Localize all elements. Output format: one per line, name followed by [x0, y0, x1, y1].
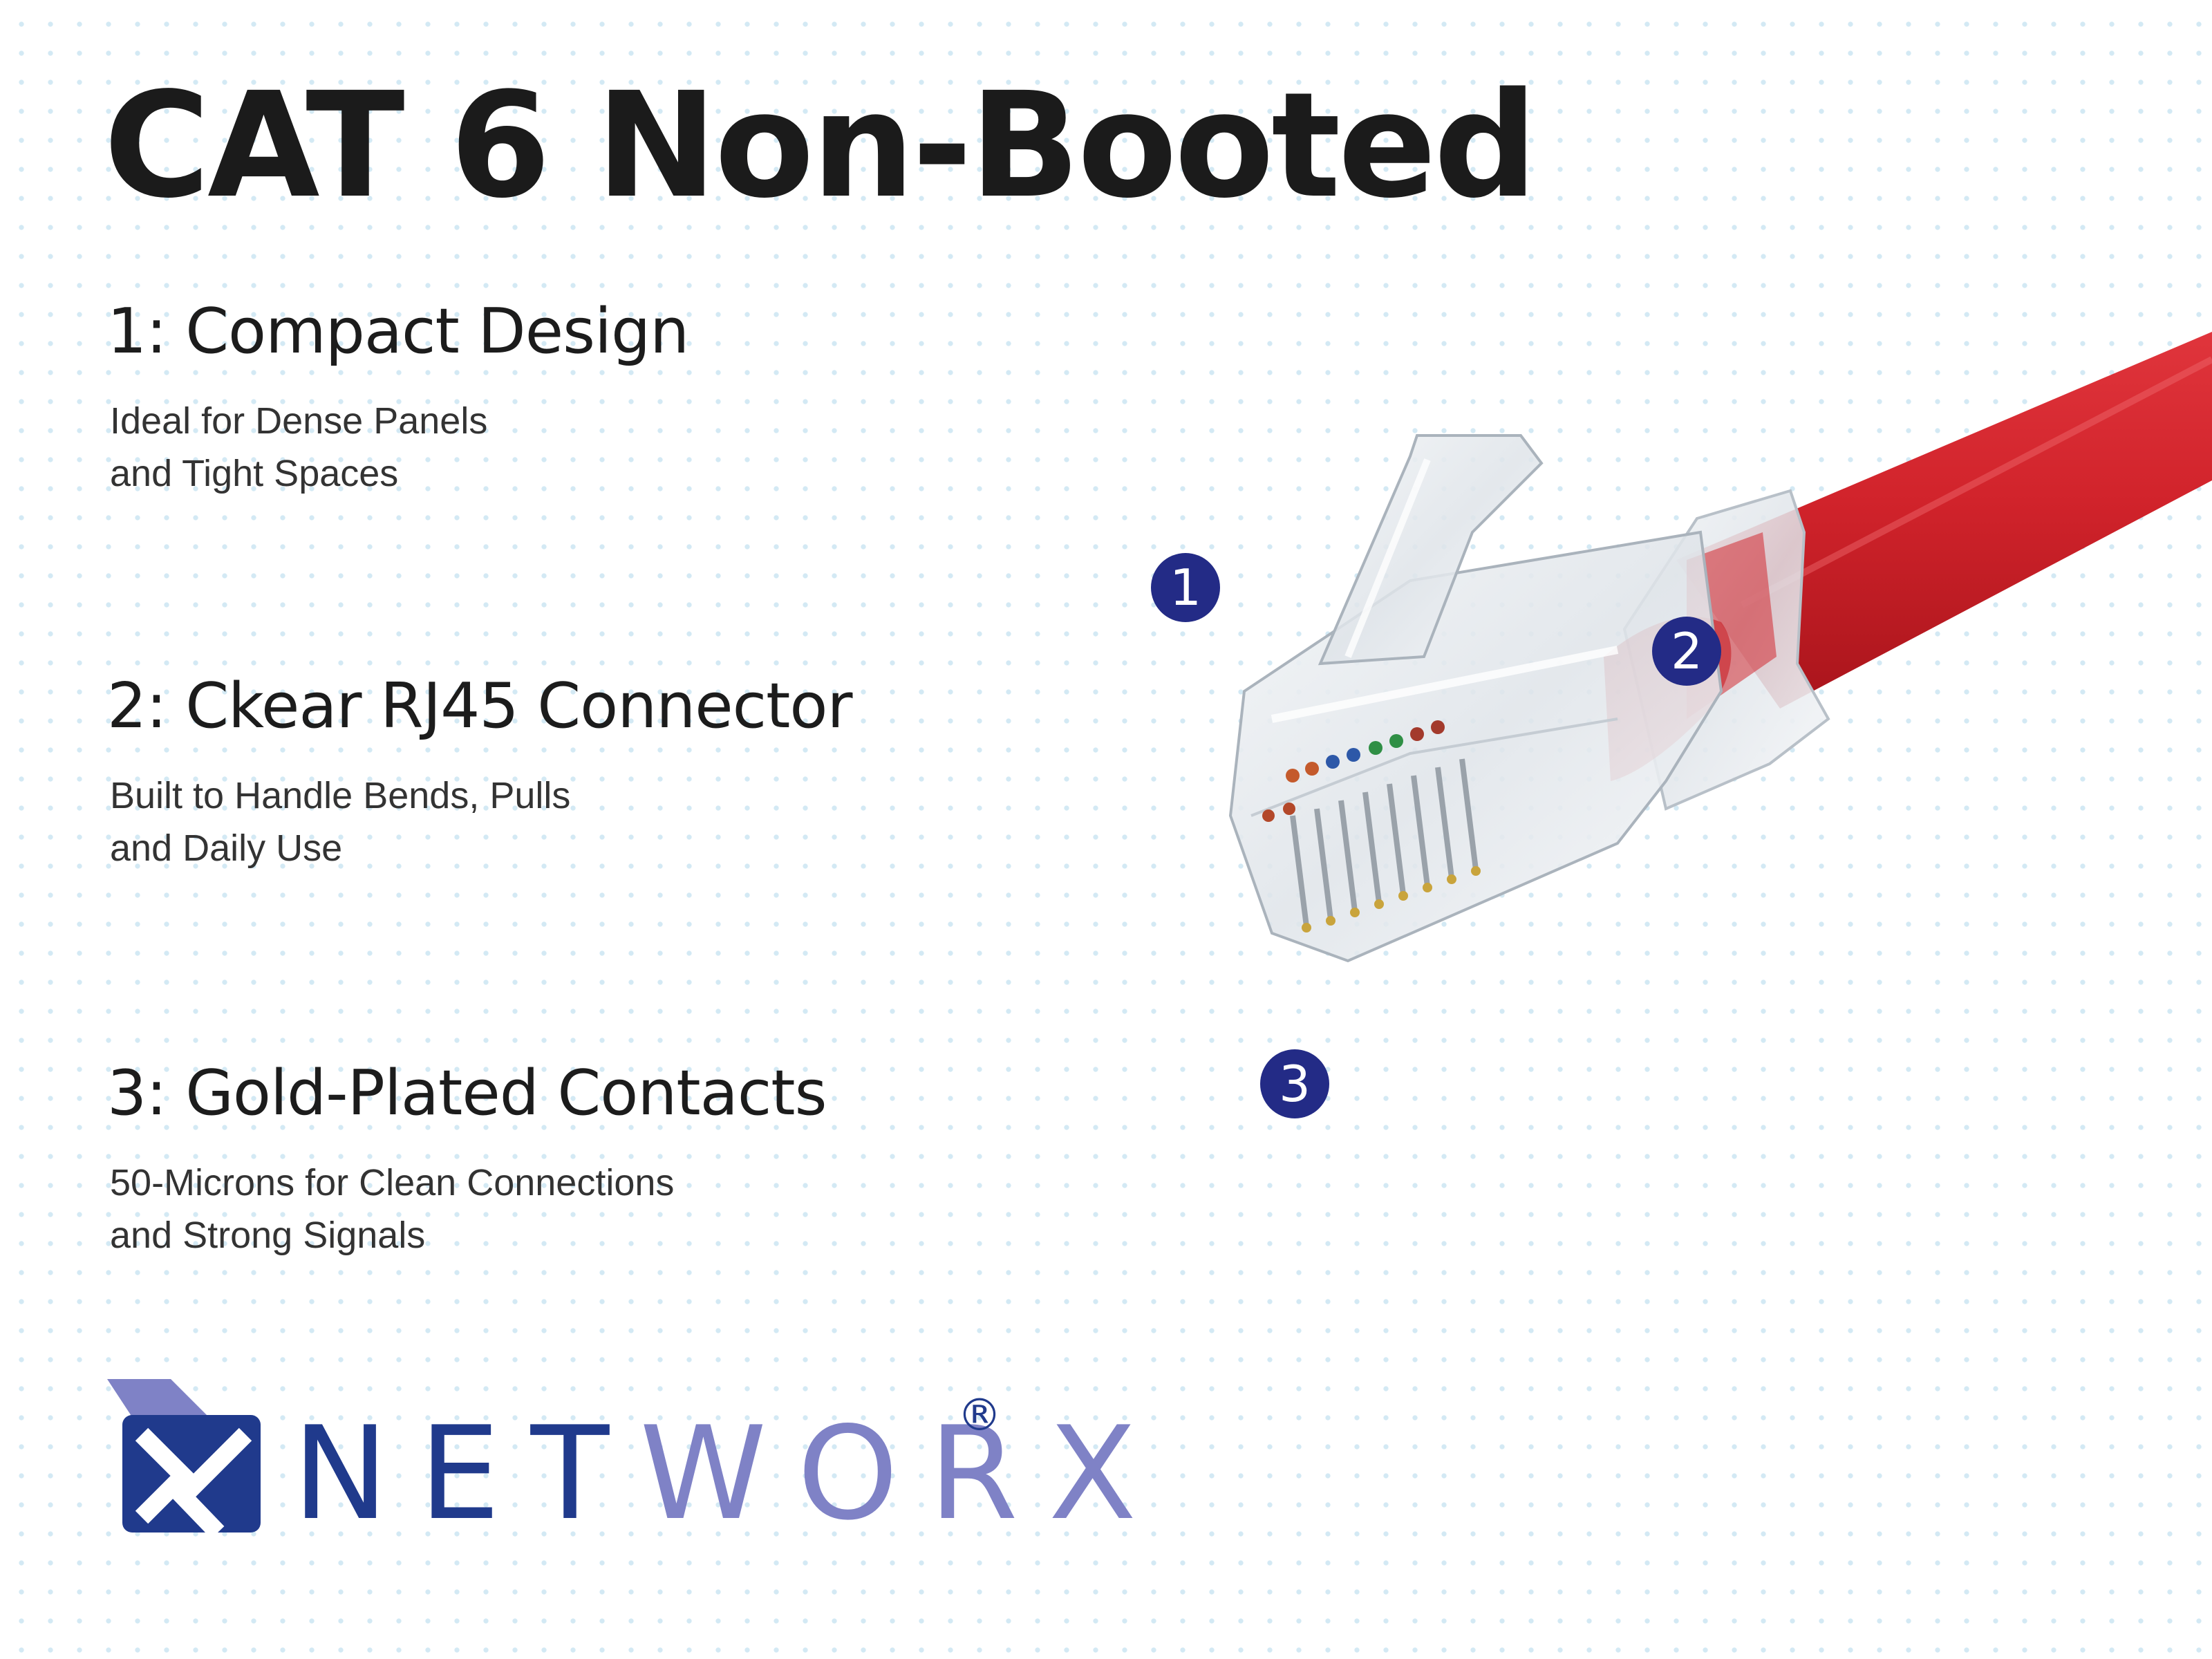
- brand-x-mark-icon: [107, 1379, 261, 1538]
- page-title: CAT 6 Non-Booted: [104, 61, 1537, 230]
- brand-logo: NETWORX ®: [107, 1379, 1136, 1548]
- feature-clear-rj45-connector: 2: Ckear RJ45 Connector Built to Handle …: [107, 672, 1006, 874]
- feature-heading: 2: Ckear RJ45 Connector: [107, 670, 852, 742]
- brand-name-part2: WORX: [639, 1398, 1168, 1548]
- feature-heading: 3: Gold-Plated Contacts: [107, 1057, 827, 1130]
- callout-badge-1: 1: [1151, 553, 1220, 622]
- latch-tab: [1318, 434, 1544, 666]
- feature-compact-design: 1: Compact Design Ideal for Dense Panels…: [107, 297, 1006, 500]
- feature-description: Built to Handle Bends, Pulls and Daily U…: [110, 775, 571, 869]
- feature-gold-plated-contacts: 3: Gold-Plated Contacts 50-Microns for C…: [107, 1059, 1006, 1262]
- gold-contacts: [1290, 758, 1479, 927]
- rj45-plug-illustration: [1228, 332, 2212, 963]
- callout-badge-2: 2: [1652, 617, 1721, 686]
- gold-contact-tips: [1302, 866, 1481, 932]
- feature-description: Ideal for Dense Panels and Tight Spaces: [110, 400, 488, 494]
- registered-mark: ®: [957, 1390, 1002, 1441]
- brand-name-part1: NET: [292, 1398, 640, 1548]
- feature-heading: 1: Compact Design: [107, 295, 689, 368]
- red-cable: [1676, 332, 2212, 709]
- callout-badge-3: 3: [1260, 1049, 1329, 1118]
- feature-description: 50-Microns for Clean Connections and Str…: [110, 1162, 675, 1256]
- brand-wordmark: NETWORX: [292, 1398, 1167, 1548]
- product-image: [1023, 332, 2212, 1175]
